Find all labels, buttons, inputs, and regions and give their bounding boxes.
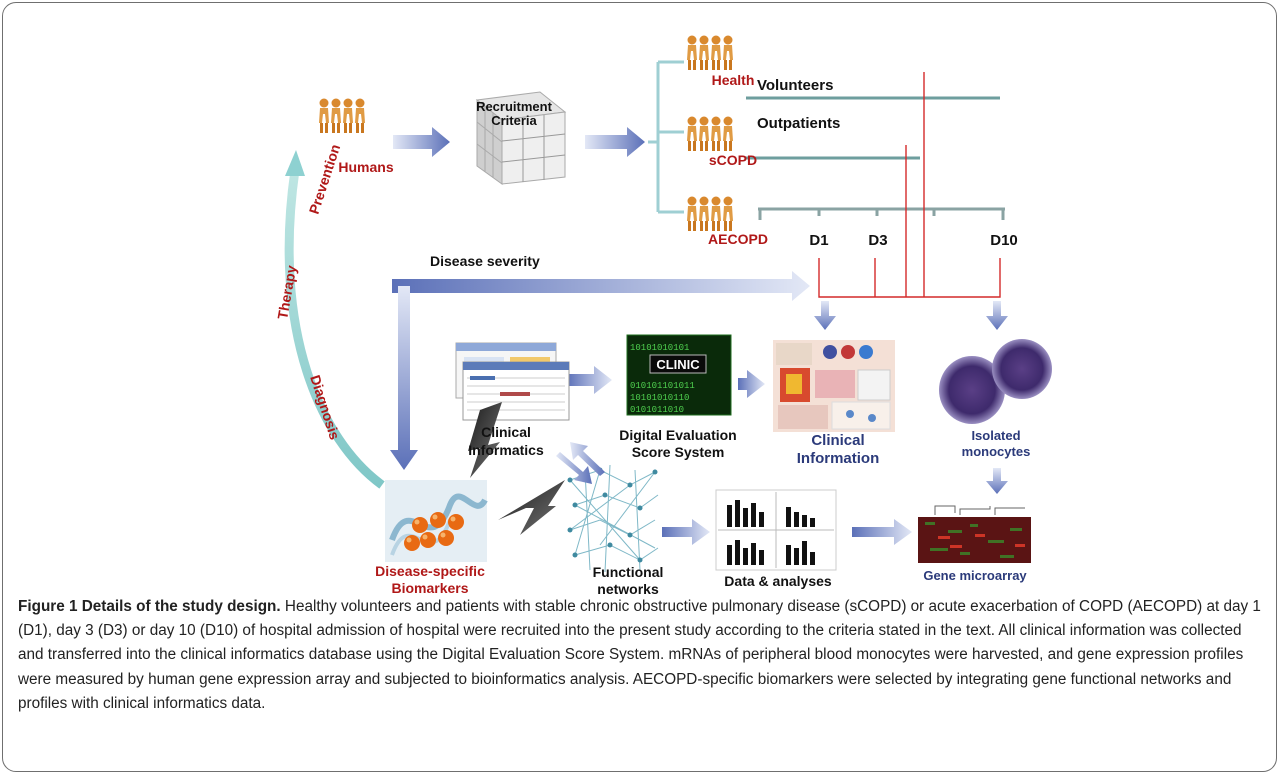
arrow-screen-to-informatics (567, 366, 612, 394)
disease-severity-label: Disease severity (430, 253, 540, 269)
lightning-bolt-lower-icon (498, 480, 565, 535)
gene-microarray-heatmap (918, 505, 1031, 563)
humans-label: Humans (338, 159, 393, 175)
binary-line-2: 010101101011 (630, 381, 695, 391)
arrow-to-clinical-info (814, 301, 836, 330)
sample-flow-lines (818, 72, 1001, 298)
digital-evaluation-screen: CLINIC 10101010101 010101101011 10101010… (626, 334, 732, 416)
clinical-information-collage (773, 340, 895, 432)
caption-body: Healthy volunteers and patients with sta… (18, 598, 1261, 712)
lightning-bolt-upper-icon (468, 402, 502, 478)
digital-evaluation-label-line2: Score System (632, 444, 725, 460)
binary-line-1: 10101010101 (630, 343, 689, 353)
cohort-lines (746, 96, 1000, 160)
digital-evaluation-label-line1: Digital Evaluation (619, 427, 736, 443)
severity-down-arrow (390, 286, 418, 470)
volunteers-label: Volunteers (757, 77, 833, 94)
arrow-to-microarray (986, 468, 1008, 494)
monocyte-cells-icon (939, 339, 1052, 424)
informatics-network-arrows (556, 442, 605, 484)
biomarkers-image (385, 480, 488, 562)
scopd-group-icon (687, 117, 733, 152)
isolated-monocytes-label-line2: monocytes (962, 444, 1031, 459)
recruitment-label-line2: Criteria (491, 113, 537, 128)
health-label: Health (712, 72, 755, 88)
functional-networks-label-line2: networks (597, 581, 659, 597)
feedback-curve-arrow (284, 150, 385, 489)
arrow-to-monocytes (986, 301, 1008, 330)
arrow-criteria-to-groups (585, 127, 645, 157)
clinical-informatics-label-line1: Clinical (481, 424, 531, 440)
recruitment-cube-icon (475, 91, 567, 185)
clinical-information-label-line2: Information (797, 450, 880, 467)
binary-line-4: 0101011010 (630, 405, 684, 415)
clinic-screen-text: CLINIC (656, 357, 700, 372)
biomarkers-label-line2: Biomarkers (391, 580, 468, 596)
clinical-informatics-windows (455, 342, 570, 421)
caption-title: Figure 1 Details of the study design. (18, 598, 281, 615)
aecopd-group-icon (687, 197, 733, 232)
group-bracket (648, 60, 684, 214)
isolated-monocytes-label-line1: Isolated (971, 428, 1020, 443)
diagnosis-label: Diagnosis (307, 373, 343, 442)
outpatients-label: Outpatients (757, 115, 840, 132)
data-analyses-label: Data & analyses (724, 573, 832, 589)
humans-group-icon (319, 99, 365, 134)
aecopd-timeline (758, 207, 1005, 220)
data-analyses-thumbnail (715, 489, 837, 571)
health-group-icon (687, 36, 733, 71)
clinical-information-label-line1: Clinical (811, 432, 864, 449)
d1-label: D1 (809, 232, 828, 249)
arrow-humans-to-criteria (393, 127, 450, 157)
disease-severity-arrow (392, 271, 810, 301)
arrow-microarray-to-data (852, 519, 912, 545)
arrow-info-to-screen (738, 370, 765, 398)
binary-line-3: 10101010110 (630, 393, 689, 403)
study-design-diagram: CLINIC 10101010101 010101101011 10101010… (274, 0, 1052, 597)
clinical-informatics-label-line2: Informatics (468, 442, 544, 458)
biomarkers-label-line1: Disease-specific (375, 563, 485, 579)
figure-caption: Figure 1 Details of the study design. He… (18, 595, 1263, 716)
aecopd-label: AECOPD (708, 231, 768, 247)
d3-label: D3 (868, 232, 887, 249)
functional-networks-label-line1: Functional (593, 564, 664, 580)
prevention-label: Prevention (306, 142, 344, 216)
arrow-data-to-networks (662, 519, 710, 545)
d10-label: D10 (990, 232, 1018, 249)
gene-microarray-label: Gene microarray (923, 568, 1027, 583)
scopd-label: sCOPD (709, 152, 757, 168)
recruitment-label-line1: Recruitment (476, 99, 553, 114)
